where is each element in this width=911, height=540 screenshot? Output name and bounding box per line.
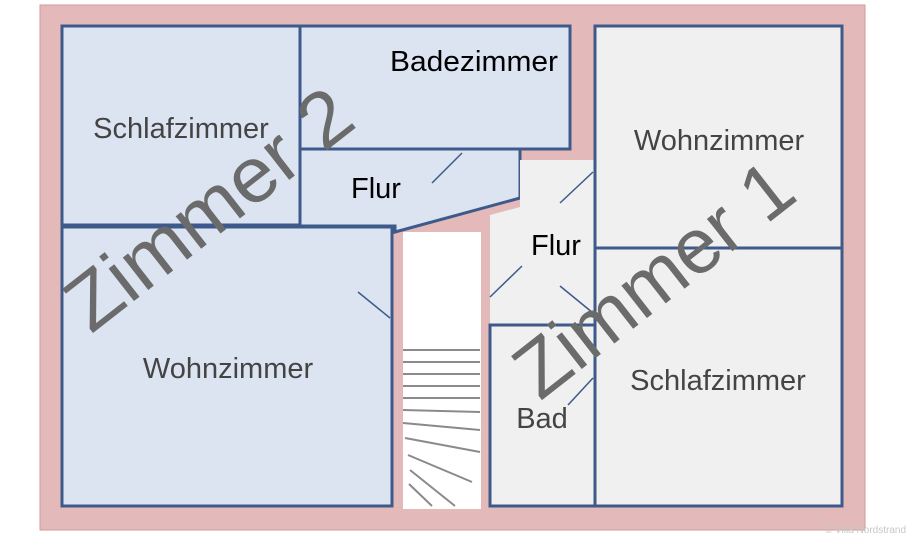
room-bad xyxy=(488,323,597,508)
label-flur-left: Flur xyxy=(351,173,401,205)
staircase xyxy=(403,232,481,509)
room-schlafzimmer-right xyxy=(593,246,844,508)
door-marks xyxy=(357,152,594,406)
label-flur-right: Flur xyxy=(531,230,581,262)
label-schlafzimmer-right: Schlafzimmer xyxy=(630,365,806,397)
room-schlafzimmer-left xyxy=(60,24,302,227)
copyright-credit: © Villa Nordstrand xyxy=(825,525,906,536)
label-badezimmer: Badezimmer xyxy=(390,46,558,78)
stair-steps xyxy=(402,349,481,507)
label-wohnzimmer-right: Wohnzimmer xyxy=(634,125,805,157)
room-wohnzimmer-left xyxy=(60,225,394,508)
label-bad: Bad xyxy=(516,403,568,435)
label-schlafzimmer-left: Schlafzimmer xyxy=(93,113,269,145)
room-flur-right xyxy=(490,160,595,325)
label-wohnzimmer-left: Wohnzimmer xyxy=(143,353,314,385)
room-badezimmer xyxy=(298,24,572,151)
